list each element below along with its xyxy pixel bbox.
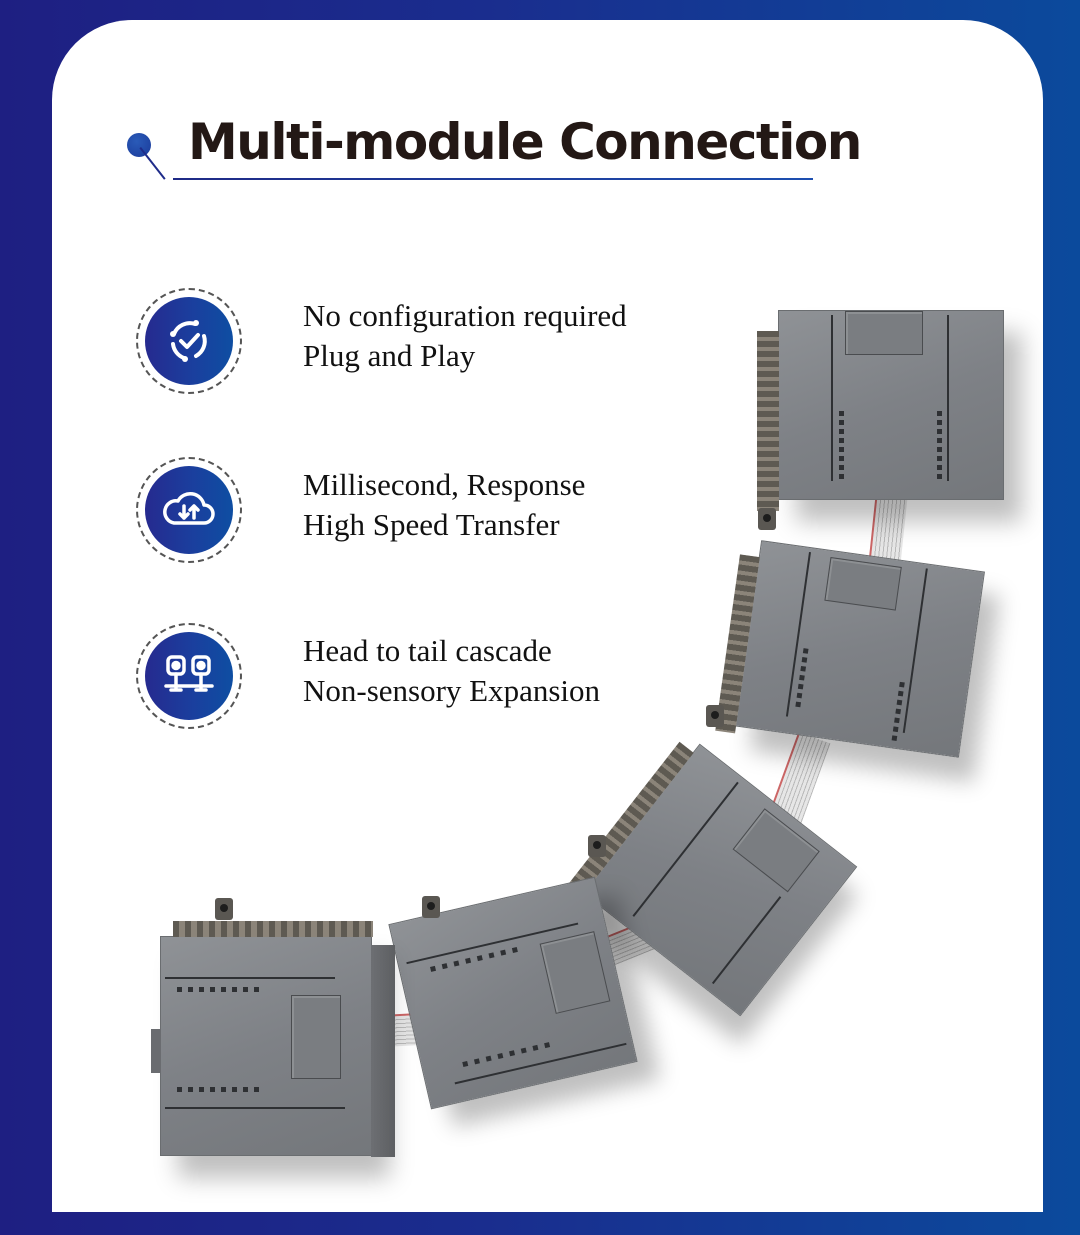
plc-module-5 <box>151 921 395 1157</box>
mounting-ear <box>758 508 776 530</box>
plc-module-4 <box>388 876 638 1110</box>
mounting-ear <box>422 896 440 918</box>
module-cover-hatch <box>291 995 341 1079</box>
module-led-row <box>839 411 844 479</box>
module-led-row <box>177 1087 259 1092</box>
page-title: Multi-module Connection <box>188 113 862 171</box>
module-cover-hatch <box>845 311 923 355</box>
module-led-row <box>937 411 942 479</box>
plc-module-1 <box>757 310 1004 511</box>
module-led-row <box>795 648 809 708</box>
module-led-row <box>891 681 905 741</box>
module-groove <box>406 922 579 965</box>
feature-icon-ring <box>136 288 242 394</box>
title-bullet-dot <box>127 133 151 157</box>
module-led-row <box>462 1042 551 1068</box>
feature-icon-ring <box>136 457 242 563</box>
module-side-panel <box>371 945 395 1157</box>
feature-line-1: Head to tail cascade <box>303 633 552 668</box>
product-image-plc-modules <box>52 20 1043 1212</box>
feature-line-1: Millisecond, Response <box>303 467 586 502</box>
ribbon-cable <box>767 731 831 829</box>
module-groove <box>632 781 739 917</box>
content-card: Multi-module Connection No configuration… <box>52 20 1043 1212</box>
module-groove <box>902 568 928 734</box>
module-vent-side <box>568 741 694 895</box>
ribbon-cable <box>341 1012 423 1050</box>
feature-text: No configuration required Plug and Play <box>303 296 627 376</box>
module-cover-hatch <box>824 557 902 611</box>
mounting-ear <box>588 835 606 857</box>
cloud-transfer-icon <box>145 466 233 554</box>
module-vent-side <box>757 331 779 511</box>
feature-plug-and-play: No configuration required Plug and Play <box>136 288 736 398</box>
title-underline <box>173 178 813 180</box>
module-led-row <box>430 946 518 972</box>
feature-line-2: Plug and Play <box>303 338 476 373</box>
feature-icon-ring <box>136 623 242 729</box>
module-groove <box>454 1042 627 1085</box>
plc-module-2 <box>715 540 985 758</box>
module-groove <box>165 1107 345 1109</box>
module-vent-top <box>173 921 373 937</box>
module-groove <box>711 896 782 985</box>
feature-text: Millisecond, Response High Speed Transfe… <box>303 465 585 545</box>
module-cover-hatch <box>539 931 611 1014</box>
module-groove <box>785 551 811 717</box>
mounting-ear <box>215 898 233 920</box>
title-connector-line <box>139 147 166 180</box>
feature-line-2: High Speed Transfer <box>303 507 560 542</box>
cascade-modules-icon <box>145 632 233 720</box>
module-led-row <box>177 987 259 992</box>
feature-cascade-expansion: Head to tail cascade Non-sensory Expansi… <box>136 623 736 733</box>
feature-line-2: Non-sensory Expansion <box>303 673 601 708</box>
feature-high-speed-transfer: Millisecond, Response High Speed Transfe… <box>136 457 736 567</box>
ribbon-cable <box>589 909 685 971</box>
module-connector-tab <box>151 1029 161 1073</box>
section-title: Multi-module Connection <box>127 113 862 185</box>
plc-module-3 <box>568 741 858 1017</box>
feature-text: Head to tail cascade Non-sensory Expansi… <box>303 631 600 711</box>
check-cycle-icon <box>145 297 233 385</box>
feature-line-1: No configuration required <box>303 298 627 333</box>
module-cover-hatch <box>732 808 820 893</box>
ribbon-cable <box>867 488 909 572</box>
module-groove <box>947 315 949 481</box>
module-groove <box>831 315 833 481</box>
module-groove <box>165 977 335 979</box>
